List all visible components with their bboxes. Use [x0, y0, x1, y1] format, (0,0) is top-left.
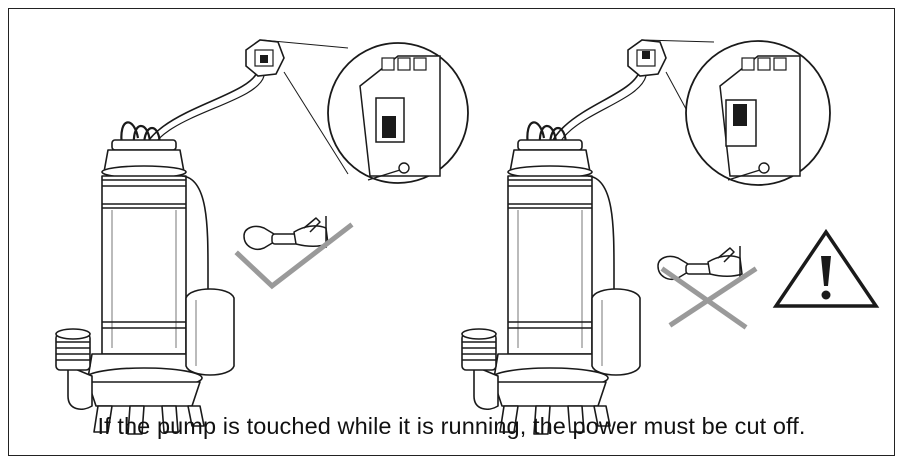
submersible-pump-right [460, 121, 642, 436]
check-mark-icon [234, 222, 354, 290]
switch-box-small [245, 39, 285, 77]
switch-box-small [627, 39, 667, 77]
cross-mark-icon [660, 266, 758, 330]
submersible-pump-left [54, 121, 236, 436]
warning-triangle-icon [772, 228, 880, 308]
left-panel [54, 39, 469, 436]
wrench-icon-left [243, 215, 329, 251]
caption-text: If the pump is touched while it is runni… [97, 413, 806, 439]
switch-closeup-off [327, 42, 469, 184]
right-panel [460, 39, 880, 436]
switch-closeup-on [685, 40, 831, 186]
